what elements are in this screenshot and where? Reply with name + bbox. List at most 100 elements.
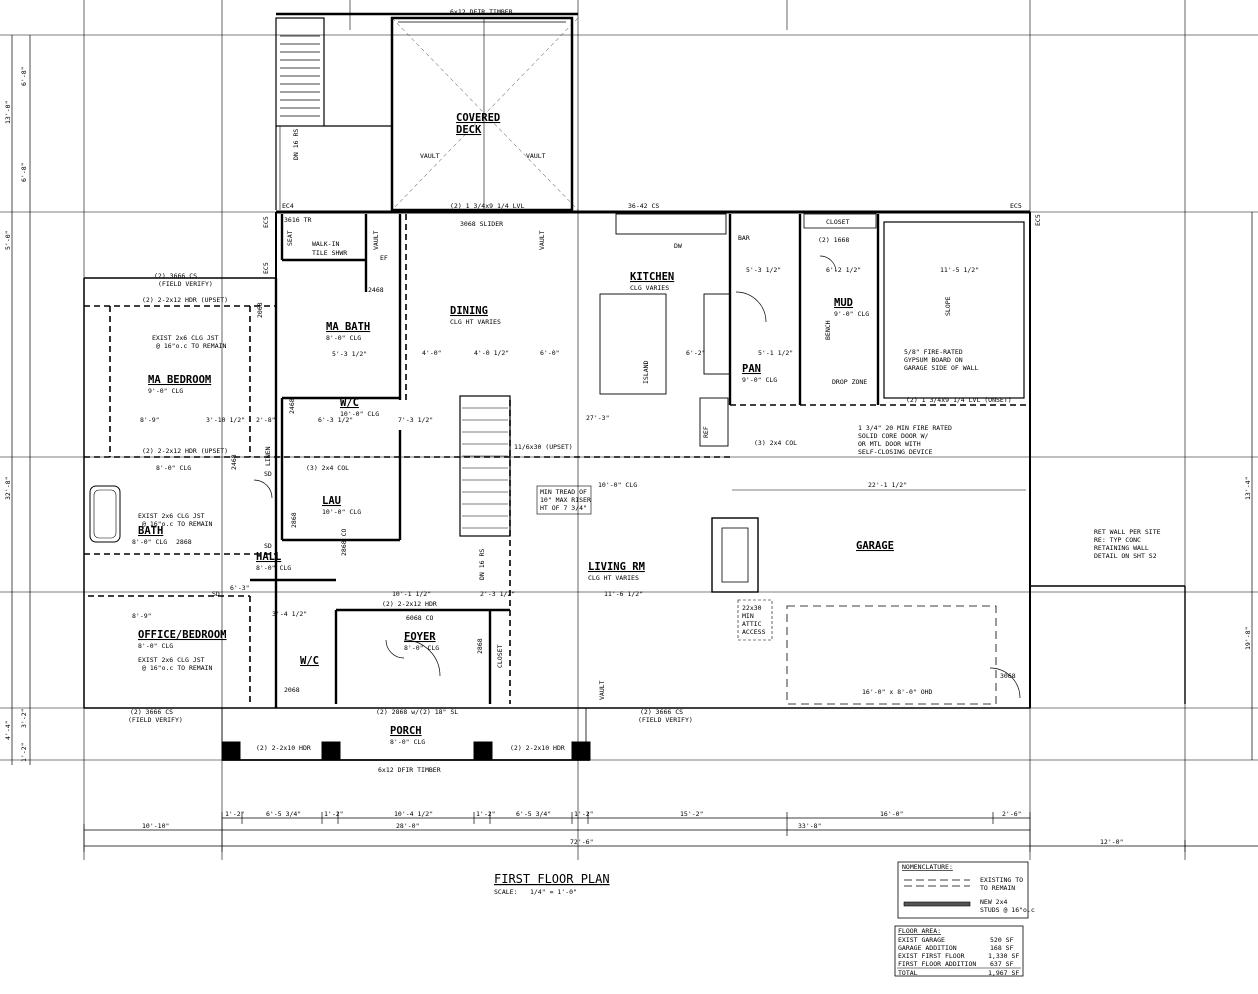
note-hdr-upset-top: (2) 2-2x12 HDR (UPSET)	[142, 296, 228, 304]
area-value-3: 637 SF	[990, 960, 1014, 968]
note-d2068a: 2068	[284, 686, 300, 694]
note-top-timber: 6x12 DFIR TIMBER	[450, 8, 513, 16]
note-bench: BENCH	[824, 320, 832, 340]
area-label-0: EXIST GARAGE	[898, 936, 945, 944]
note-hdr-l: (2) 2-2x10 HDR	[256, 744, 311, 752]
room-porch-clg: 8'-0" CLG	[390, 738, 425, 746]
scale-value: 1/4" = 1'-0"	[530, 888, 577, 896]
note-fire-2: SOLID CORE DOOR W/	[858, 432, 929, 440]
dim-p: 2'-8"	[256, 416, 276, 424]
room-pan-clg: 9'-0" CLG	[742, 376, 777, 384]
room-wic-upper: W/C	[340, 397, 359, 409]
note-exist-jst-3: EXIST 2x6 CLG JST	[138, 656, 205, 664]
note-fv-br: (FIELD VERIFY)	[638, 716, 693, 724]
dim-top-3: 10'-4 1/2"	[394, 810, 433, 818]
area-value-4: 1,967 SF	[988, 969, 1019, 977]
main-walls	[83, 210, 1186, 761]
note-clg-10: 10'-0" CLG	[598, 481, 637, 489]
note-d2868b: 2868	[176, 538, 192, 546]
note-fire-1: 1 3/4" 20 MIN FIRE RATED	[858, 424, 952, 432]
room-garage: GARAGE	[856, 540, 894, 552]
dim-total: 72'-6"	[570, 838, 593, 846]
dim-left-3: 5'-0"	[4, 230, 12, 250]
dim-left-1: 13'-0"	[4, 101, 12, 124]
legend-heading: NOMENCLATURE:	[902, 863, 953, 871]
note-ec5b: EC5	[262, 216, 270, 228]
dim-left-2: 6'-8"	[20, 162, 28, 182]
room-covered-deck-2: DECK	[456, 124, 482, 136]
note-tread-2: 10" MAX RISER	[540, 496, 591, 504]
room-lau: LAU	[322, 495, 341, 507]
dim-f: 6'-2 1/2"	[826, 266, 861, 274]
area-label-4: TOTAL	[898, 969, 918, 977]
dim-mid-2: 33'-8"	[798, 822, 821, 830]
note-ret-2: RE: TYP CONC	[1094, 536, 1141, 544]
note-walkin-1: WALK-IN	[312, 240, 339, 248]
area-value-2: 1,330 SF	[988, 952, 1019, 960]
note-lvl-mid: 11/6x30 (UPSET)	[514, 443, 573, 451]
note-gyp-3: GARAGE SIDE OF WALL	[904, 364, 978, 372]
room-living-clg: CLG HT VARIES	[588, 574, 639, 582]
note-ref: REF	[702, 426, 710, 438]
dim-q: 5'-3 1/2"	[332, 350, 367, 358]
dim-left-4: 32'-8"	[4, 477, 12, 500]
room-wic-lower: W/C	[300, 655, 319, 667]
note-col-3x4: (3) 2x4 COL	[306, 464, 349, 472]
note-porch-sl: (2) 2868 w/(2) 18" SL	[376, 708, 458, 716]
note-fv-bl: (FIELD VERIFY)	[128, 716, 183, 724]
dim-right-0: 13'-4"	[1244, 477, 1252, 500]
room-mud: MUD	[834, 297, 853, 309]
dim-top-9: 2'-6"	[1002, 810, 1022, 818]
note-deck-lvl: (2) 1 3/4x9 1/4 LVL	[450, 202, 524, 210]
area-label-2: EXIST FIRST FLOOR	[898, 952, 965, 960]
note-tr3616: 3616 TR	[284, 216, 311, 224]
note-clg-8: 8'-0" CLG	[156, 464, 191, 472]
dim-u: 6'-3 1/2"	[318, 416, 353, 424]
room-foyer: FOYER	[404, 631, 436, 643]
note-seat: SEAT	[286, 230, 294, 246]
note-sd3: SD	[212, 590, 220, 598]
room-hall-clg: 8'-0" CLG	[256, 564, 291, 572]
note-ret-3: RETAINING WALL	[1094, 544, 1149, 552]
note-d1668: (2) 1668	[818, 236, 849, 244]
legend-new-1: NEW 2x4	[980, 898, 1007, 906]
dim-left-0: 6'-8"	[20, 66, 28, 86]
legend-existing-1: EXISTING TO	[980, 876, 1023, 884]
dim-r: 7'-3 1/2"	[398, 416, 433, 424]
note-remain-1: @ 16"o.c TO REMAIN	[156, 342, 227, 350]
note-exist-jst-2: EXIST 2x6 CLG JST	[138, 512, 205, 520]
room-kitchen: KITCHEN	[630, 271, 674, 283]
dim-d: 6'-2"	[686, 349, 706, 357]
note-fire-3: OR MTL DOOR WITH	[858, 440, 921, 448]
dimension-lines	[11, 35, 1258, 852]
note-exist-jst-1: EXIST 2x6 CLG JST	[152, 334, 219, 342]
dim-left-6: 4'-4"	[4, 720, 12, 740]
note-ret-4: DETAIL ON SHT S2	[1094, 552, 1157, 560]
room-porch: PORCH	[390, 725, 422, 737]
note-remain-2: @ 16"o.c TO REMAIN	[142, 520, 213, 528]
note-vault-mb: VAULT	[372, 230, 380, 250]
note-dn16r: DN 16 RS	[292, 129, 300, 160]
dim-left-7: 1'-2"	[20, 742, 28, 762]
note-d2868c: 2868	[476, 638, 484, 654]
covered-deck-structure	[275, 12, 579, 212]
note-remain-3: @ 16"o.c TO REMAIN	[142, 664, 213, 672]
dim-g: 11'-5 1/2"	[940, 266, 979, 274]
note-cs3666-top: (2) 3666 CS	[154, 272, 197, 280]
room-hall: HALL	[256, 551, 281, 563]
room-ma-bath: MA BATH	[326, 321, 370, 333]
note-attic-1: 22x30	[742, 604, 762, 612]
dim-m: 2'-3 1/2"	[480, 590, 515, 598]
room-kitchen-clg: CLG VARIES	[630, 284, 669, 292]
note-vault-kitchen: VAULT	[538, 230, 546, 250]
dim-top-5: 6'-5 3/4"	[516, 810, 551, 818]
note-d3068-gar: 3068	[1000, 672, 1016, 680]
room-foyer-clg: 8'-0" CLG	[404, 644, 439, 652]
dim-left-5: 3'-2"	[20, 708, 28, 728]
note-ret-1: RET WALL PER SITE	[1094, 528, 1161, 536]
note-attic-2: MIN	[742, 612, 754, 620]
note-bottom-timber: 6x12 DFIR TIMBER	[378, 766, 441, 774]
note-d2468a: 2468	[368, 286, 384, 294]
note-d2468b: 2468	[288, 398, 296, 414]
note-d2068b: 2068	[256, 302, 264, 318]
